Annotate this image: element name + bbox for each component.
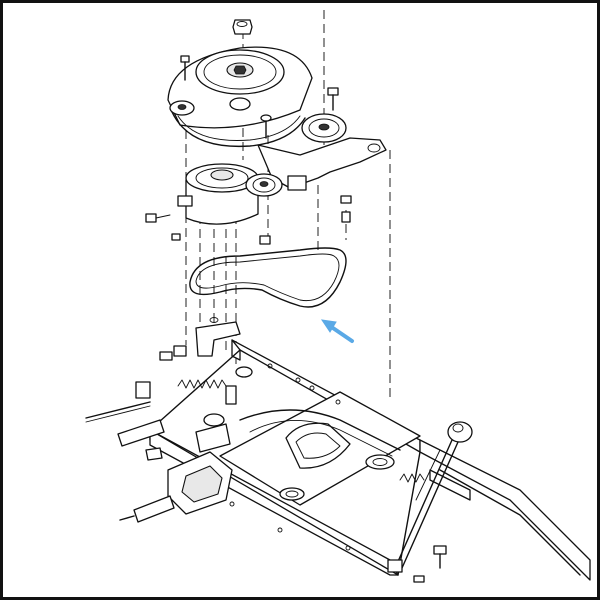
shift-lever — [387, 421, 473, 573]
brake-rod — [85, 381, 165, 461]
front-rails — [419, 439, 591, 581]
frame — [149, 339, 421, 576]
callout-arrow-icon — [320, 319, 354, 343]
drive-belt — [189, 247, 347, 308]
transmission — [119, 366, 253, 523]
mounting-bracket — [159, 317, 241, 361]
bolt — [180, 55, 190, 81]
fasteners — [145, 195, 352, 245]
top-nut — [232, 19, 253, 35]
tension-spring — [177, 379, 425, 483]
idler-bracket — [257, 114, 387, 191]
electric-clutch-pulley — [177, 163, 283, 225]
bottom-fasteners — [413, 545, 447, 583]
small-bolt — [327, 87, 339, 111]
idler-pulley — [301, 113, 347, 143]
engine-pulley — [167, 46, 313, 148]
